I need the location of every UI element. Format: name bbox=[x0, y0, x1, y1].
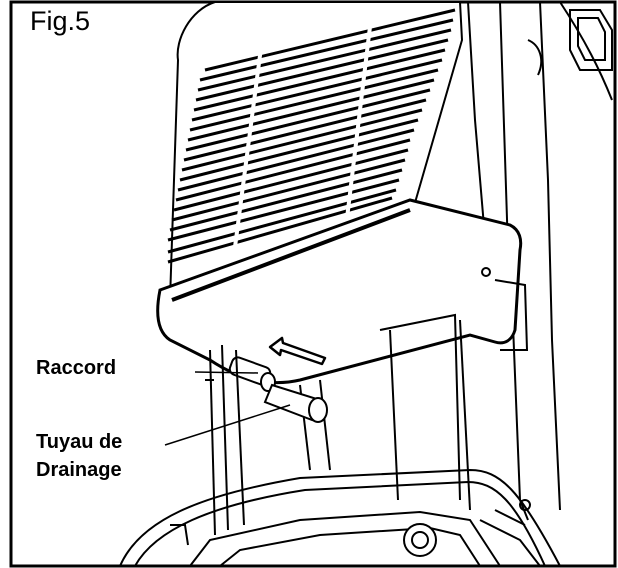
drain-hose-label-line-2: Drainage bbox=[36, 459, 122, 481]
unit-housing-right bbox=[467, 1, 613, 521]
drain-hose-callout-label: Tuyau de Drainage bbox=[36, 428, 122, 484]
raccord-leader-line bbox=[194, 371, 259, 374]
callout-leader-lines bbox=[164, 371, 291, 446]
drain-hose-label-line-1: Tuyau de bbox=[36, 431, 123, 453]
unit-front-body bbox=[156, 198, 529, 385]
left-support bbox=[170, 344, 245, 546]
raccord-callout-label: Raccord bbox=[36, 357, 117, 379]
tuyau-leader-line bbox=[164, 404, 291, 446]
bottom-tray bbox=[119, 468, 561, 567]
direction-arrow bbox=[268, 336, 327, 366]
figure-number-label: Fig.5 bbox=[30, 6, 91, 36]
drain-hose bbox=[263, 383, 328, 423]
